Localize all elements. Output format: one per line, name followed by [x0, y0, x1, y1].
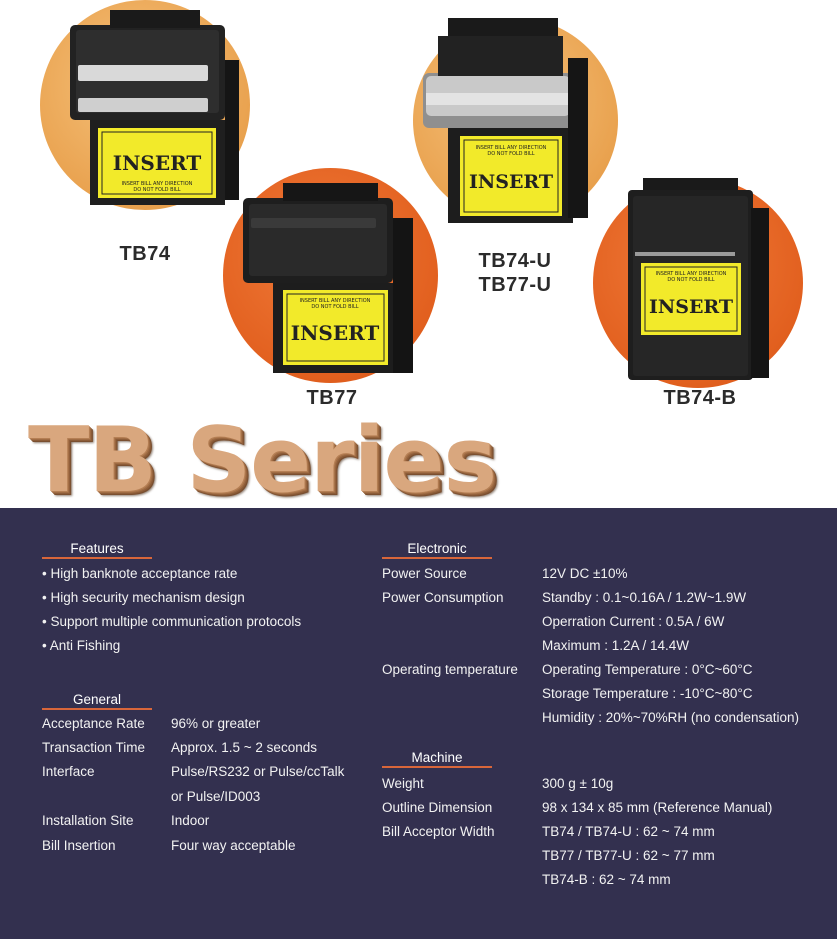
product-tb77: INSERT BILL ANY DIRECTION DO NOT FOLD BI…: [223, 168, 438, 388]
spec-label: Interface: [42, 764, 95, 779]
bill-acceptor-image: INSERT BILL ANY DIRECTION DO NOT FOLD BI…: [628, 178, 769, 380]
spec-value: Operating Temperature : 0°C~60°C: [542, 662, 753, 677]
sign-small-text: INSERT BILL ANY DIRECTION: [656, 271, 727, 277]
sign-small-text: INSERT BILL ANY DIRECTION: [122, 181, 193, 187]
sign-small-text: INSERT BILL ANY DIRECTION: [300, 298, 371, 304]
spec-label: Bill Acceptor Width: [382, 824, 495, 839]
model-label-line: TB74-U: [478, 250, 552, 272]
feature-item: • High security mechanism design: [42, 590, 245, 605]
series-title: TB Series: [28, 408, 497, 513]
insert-sign-text: INSERT: [469, 171, 553, 193]
spec-value: 12V DC ±10%: [542, 566, 628, 581]
spec-label: Bill Insertion: [42, 838, 116, 853]
product-tb74: INSERT INSERT BILL ANY DIRECTION DO NOT …: [40, 0, 250, 235]
feature-item: • High banknote acceptance rate: [42, 566, 238, 581]
model-label-tb74-b: TB74-B: [663, 387, 737, 409]
insert-sign-text: INSERT: [113, 151, 202, 175]
spec-value: Pulse/RS232 or Pulse/ccTalk: [171, 764, 345, 779]
section-heading-features: Features: [42, 541, 152, 559]
product-tb74-u: INSERT BILL ANY DIRECTION DO NOT FOLD BI…: [413, 18, 623, 238]
section-heading-general: General: [42, 692, 152, 710]
spec-value: TB74 / TB74-U : 62 ~ 74 mm: [542, 824, 715, 839]
section-heading-machine: Machine: [382, 750, 492, 768]
feature-item: • Anti Fishing: [42, 638, 121, 653]
spec-value: TB74-B : 62 ~ 74 mm: [542, 872, 671, 887]
spec-label: Installation Site: [42, 813, 134, 828]
feature-item: • Support multiple communication protoco…: [42, 614, 302, 629]
product-tb74-b: INSERT BILL ANY DIRECTION DO NOT FOLD BI…: [593, 178, 808, 388]
spec-value: TB77 / TB77-U : 62 ~ 77 mm: [542, 848, 715, 863]
model-label-tb74-u: TB74-U TB77-U: [440, 249, 590, 297]
bill-acceptor-image: INSERT BILL ANY DIRECTION DO NOT FOLD BI…: [243, 183, 413, 373]
sign-small-text: DO NOT FOLD BILL: [311, 304, 358, 310]
spec-value: 96% or greater: [171, 716, 261, 731]
spec-label: Operating temperature: [382, 662, 518, 677]
spec-value: 98 x 134 x 85 mm (Reference Manual): [542, 800, 773, 815]
spec-value: 300 g ± 10g: [542, 776, 614, 791]
section-heading-electronic: Electronic: [382, 541, 492, 559]
spec-label: Weight: [382, 776, 424, 791]
sign-small-text: INSERT BILL ANY DIRECTION: [476, 145, 547, 151]
spec-value: Four way acceptable: [171, 838, 296, 853]
sign-small-text: DO NOT FOLD BILL: [133, 187, 180, 193]
spec-value: Indoor: [171, 813, 210, 828]
model-label-tb74: TB74: [119, 243, 171, 265]
spec-value: or Pulse/ID003: [171, 789, 261, 804]
insert-sign-text: INSERT: [649, 296, 733, 318]
spec-label: Transaction Time: [42, 740, 146, 755]
sign-small-text: DO NOT FOLD BILL: [667, 277, 714, 283]
spec-label: Acceptance Rate: [42, 716, 145, 731]
spec-label: Power Source: [382, 566, 467, 581]
spec-value: Approx. 1.5 ~ 2 seconds: [171, 740, 317, 755]
spec-value: Storage Temperature : -10°C~80°C: [542, 686, 753, 701]
sign-small-text: DO NOT FOLD BILL: [487, 151, 534, 157]
spec-label: Power Consumption: [382, 590, 504, 605]
bill-acceptor-image: INSERT INSERT BILL ANY DIRECTION DO NOT …: [70, 10, 239, 205]
spec-panel: Features • High banknote acceptance rate…: [0, 508, 837, 939]
model-label-line: TB77-U: [478, 274, 552, 296]
spec-value: Maximum : 1.2A / 14.4W: [542, 638, 690, 653]
spec-label: Outline Dimension: [382, 800, 493, 815]
insert-sign-text: INSERT: [291, 321, 380, 345]
spec-value: Standby : 0.1~0.16A / 1.2W~1.9W: [542, 590, 747, 605]
spec-value: Operration Current : 0.5A / 6W: [542, 614, 725, 629]
bill-acceptor-image: INSERT BILL ANY DIRECTION DO NOT FOLD BI…: [423, 18, 588, 223]
model-label-tb77: TB77: [306, 387, 358, 409]
spec-value: Humidity : 20%~70%RH (no condensation): [542, 710, 800, 725]
